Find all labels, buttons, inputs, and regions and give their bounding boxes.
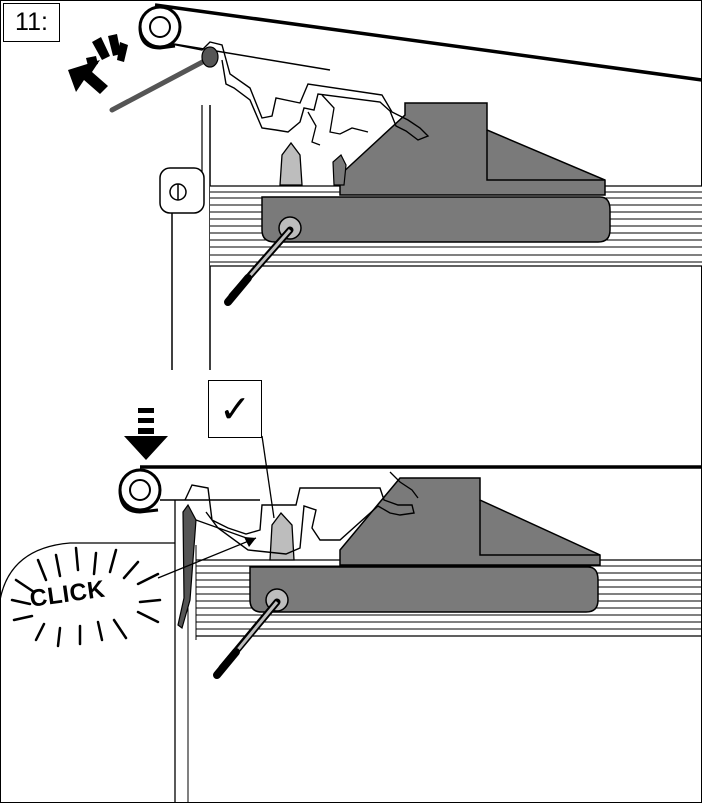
housing-block-top [339, 102, 606, 196]
callout-leaders [157, 435, 275, 579]
push-pin [109, 46, 219, 113]
mounting-eye [159, 167, 205, 214]
checkmark-icon: ✓ [208, 380, 262, 438]
bottom-assembly [0, 408, 702, 803]
clamp-body-top [261, 196, 611, 243]
clamp-body-bottom [249, 566, 599, 613]
housing-block-bottom [339, 477, 601, 566]
push-arrow-icon [68, 34, 128, 94]
step-number-label: 11: [3, 3, 60, 42]
latch-hook-top [279, 141, 303, 186]
latch-hook-bottom [269, 511, 295, 561]
top-assembly [68, 3, 702, 370]
click-burst-icon [10, 546, 162, 648]
down-arrow-icon [124, 408, 168, 460]
profile-top [138, 3, 702, 146]
frame-corner [0, 542, 175, 803]
